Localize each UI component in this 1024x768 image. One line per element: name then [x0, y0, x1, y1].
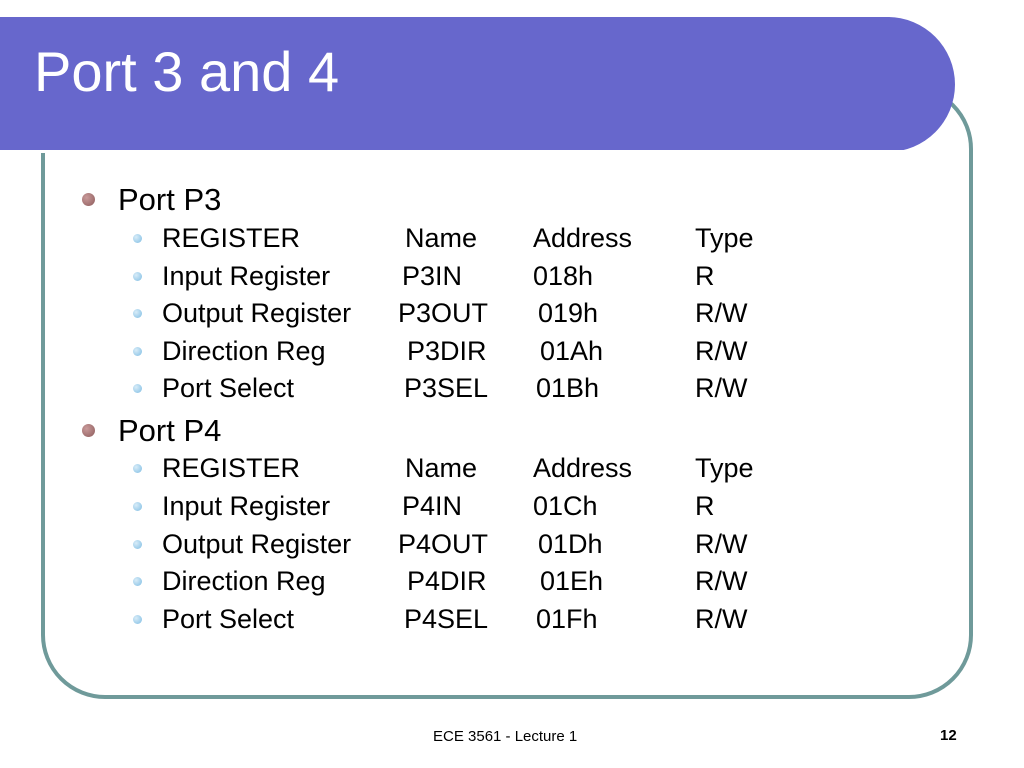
type-cell: Type	[695, 453, 754, 483]
row-bullet	[133, 502, 142, 511]
section-bullet	[82, 193, 95, 206]
row-bullet	[133, 272, 142, 281]
type-cell: R/W	[695, 336, 748, 366]
type-cell: R/W	[695, 604, 748, 634]
register-cell: REGISTER	[162, 223, 301, 253]
address-cell: Address	[533, 223, 633, 253]
address-cell: Address	[533, 453, 633, 483]
title-underline	[0, 150, 905, 153]
register-cell: REGISTER	[162, 453, 301, 483]
row-bullet	[133, 464, 142, 473]
type-cell: Type	[695, 223, 754, 253]
register-cell: Input Register	[162, 261, 331, 291]
row-bullet	[133, 309, 142, 318]
register-cell: Direction Reg	[162, 336, 326, 366]
type-cell: R/W	[695, 373, 748, 403]
type-cell: R	[695, 491, 715, 521]
address-cell: 01Dh	[538, 529, 603, 559]
row-bullet	[133, 384, 142, 393]
name-cell: P4OUT	[398, 529, 489, 559]
content-frame	[41, 85, 973, 699]
register-cell: Output Register	[162, 529, 352, 559]
address-cell: 019h	[538, 298, 599, 328]
name-cell: P4DIR	[407, 566, 487, 596]
section-heading-p4: Port P4	[118, 413, 222, 448]
page-number: 12	[940, 727, 957, 744]
type-cell: R	[695, 261, 715, 291]
name-cell: P4SEL	[404, 604, 489, 634]
name-cell: P3DIR	[407, 336, 487, 366]
row-bullet	[133, 234, 142, 243]
name-cell: Name	[405, 223, 478, 253]
type-cell: R/W	[695, 298, 748, 328]
section-heading-p3: Port P3	[118, 182, 222, 217]
register-cell: Output Register	[162, 298, 352, 328]
register-cell: Port Select	[162, 373, 295, 403]
address-cell: 018h	[533, 261, 594, 291]
type-cell: R/W	[695, 529, 748, 559]
row-bullet	[133, 577, 142, 586]
address-cell: 01Ch	[533, 491, 598, 521]
register-cell: Port Select	[162, 604, 295, 634]
name-cell: P3SEL	[404, 373, 489, 403]
address-cell: 01Bh	[536, 373, 600, 403]
row-bullet	[133, 615, 142, 624]
address-cell: 01Eh	[540, 566, 604, 596]
address-cell: 01Fh	[536, 604, 598, 634]
row-bullet	[133, 347, 142, 356]
section-bullet	[82, 424, 95, 437]
row-bullet	[133, 540, 142, 549]
title-bar	[0, 17, 955, 153]
register-cell: Direction Reg	[162, 566, 326, 596]
slide-footer: ECE 3561 - Lecture 1	[433, 728, 578, 745]
slide-title: Port 3 and 4	[34, 40, 340, 103]
address-cell: 01Ah	[540, 336, 604, 366]
type-cell: R/W	[695, 566, 748, 596]
name-cell: P3OUT	[398, 298, 489, 328]
register-cell: Input Register	[162, 491, 331, 521]
name-cell: P3IN	[402, 261, 463, 291]
name-cell: Name	[405, 453, 478, 483]
name-cell: P4IN	[402, 491, 463, 521]
